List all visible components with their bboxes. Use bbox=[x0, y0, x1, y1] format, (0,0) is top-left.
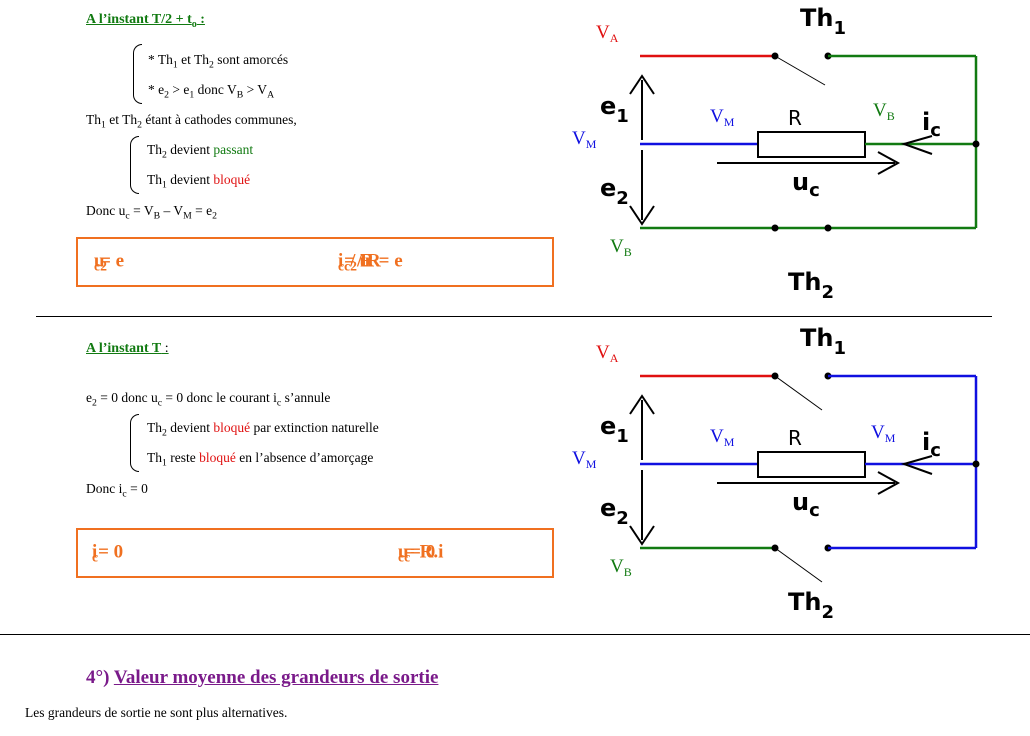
va-label: VA bbox=[596, 22, 619, 45]
uc-label: uc bbox=[792, 168, 820, 201]
text-line: Th2 devient bloqué par extinction nature… bbox=[147, 420, 379, 439]
vb-label: VB bbox=[610, 556, 632, 579]
text-line: Th2 devient passant bbox=[147, 142, 254, 161]
r-label: R bbox=[788, 106, 802, 130]
vb-label: VB bbox=[610, 236, 632, 259]
uc-label: uc bbox=[792, 488, 820, 521]
condition-line: * Th1 et Th2 sont amorcés bbox=[148, 52, 289, 71]
text-line: Th1 reste bloqué en l’absence d’amorçage bbox=[147, 450, 374, 469]
e2-label: e2 bbox=[600, 174, 629, 209]
vm-label: VM bbox=[710, 426, 735, 449]
ic-label: ic bbox=[922, 108, 941, 141]
th1-label: Th1 bbox=[800, 4, 846, 39]
vm-label: VM bbox=[572, 448, 597, 471]
condition-line: * e2 > e1 donc VB > VA bbox=[148, 82, 275, 101]
body-text: Les grandeurs de sortie ne sont plus alt… bbox=[25, 705, 288, 720]
e1-label: e1 bbox=[600, 92, 629, 127]
va-label: VA bbox=[596, 342, 619, 365]
section1-heading: A l’instant T/2 + to : bbox=[86, 12, 205, 30]
th1-label: Th1 bbox=[800, 324, 846, 359]
section2-heading: A l’instant T : bbox=[86, 341, 169, 356]
brace bbox=[133, 44, 142, 104]
brace bbox=[130, 136, 139, 194]
text-line: Th1 et Th2 étant à cathodes communes, bbox=[86, 112, 297, 131]
section3-heading: 4°) Valeur moyenne des grandeurs de sort… bbox=[86, 667, 439, 688]
vm-label-right: VM bbox=[871, 422, 896, 445]
vb-label-right: VB bbox=[873, 100, 895, 123]
brace bbox=[130, 414, 139, 472]
circuit-diagram-2: VA VM VM VB VM Th1 Th2 e1 e2 R uc ic bbox=[572, 324, 980, 623]
text-line: Donc uc = VB – VM = e2 bbox=[86, 203, 217, 222]
separator bbox=[36, 316, 992, 317]
e1-label: e1 bbox=[600, 412, 629, 447]
e2-label: e2 bbox=[600, 494, 629, 529]
text-line: Donc ic = 0 bbox=[86, 481, 148, 500]
text-line: e2 = 0 donc uc = 0 donc le courant ic s’… bbox=[86, 390, 331, 409]
ic-label: ic bbox=[922, 428, 941, 461]
th2-label: Th2 bbox=[788, 268, 834, 303]
text-line: Th1 devient bloqué bbox=[147, 172, 251, 191]
vm-label: VM bbox=[710, 106, 735, 129]
vm-label: VM bbox=[572, 128, 597, 151]
th2-label: Th2 bbox=[788, 588, 834, 623]
r-label: R bbox=[788, 426, 802, 450]
circuit-diagram-1: VA VM VM VB VB Th1 Th2 e1 e2 R uc ic bbox=[572, 4, 980, 303]
separator bbox=[0, 634, 1030, 635]
